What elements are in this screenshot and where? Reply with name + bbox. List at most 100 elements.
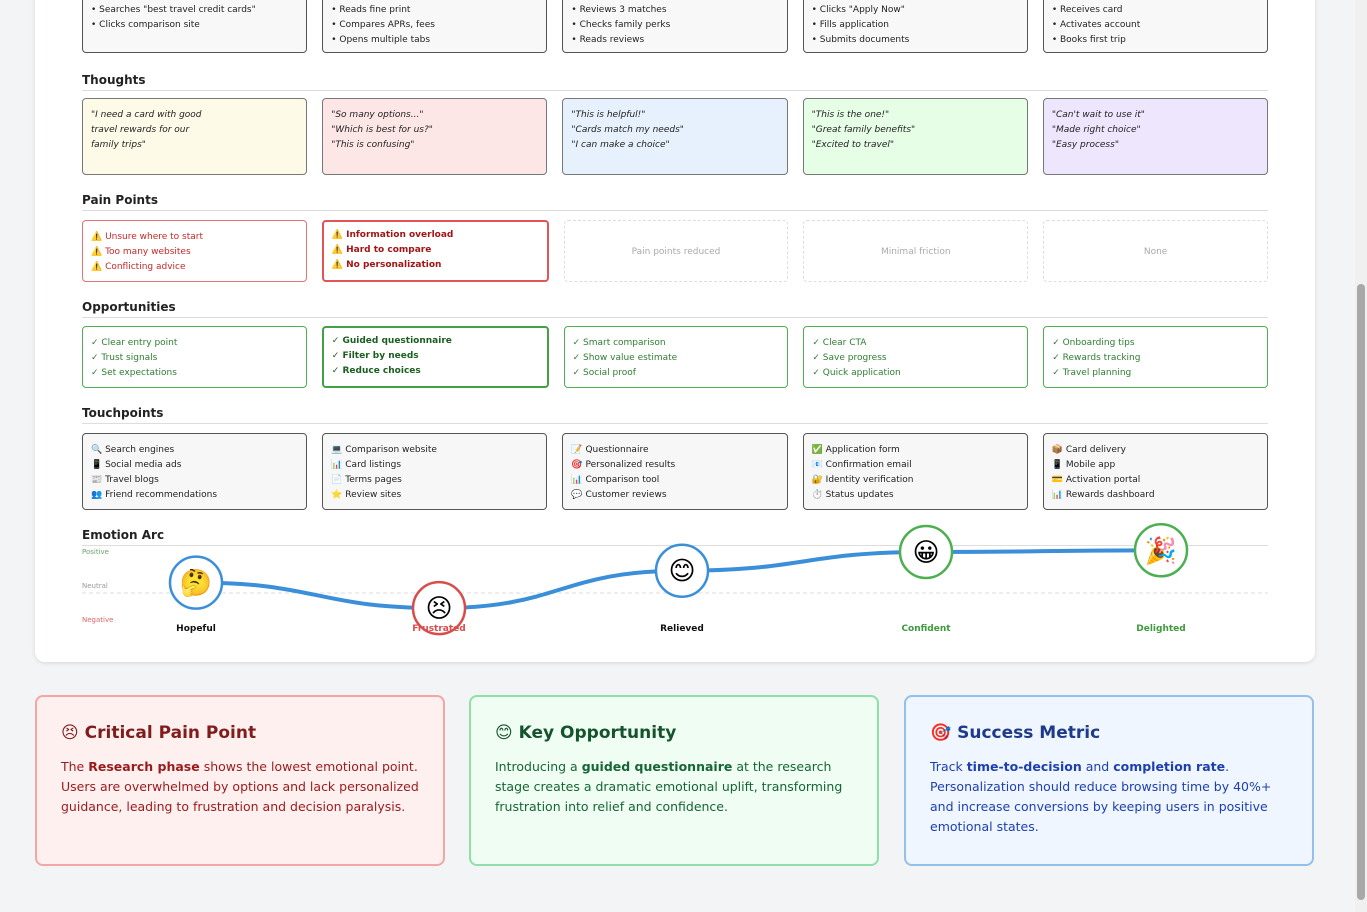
card-line: "This is the one!" — [811, 110, 890, 120]
card-line: ⚠️ No personalization — [331, 260, 442, 270]
card-line: "Easy process" — [1051, 140, 1119, 150]
thoughts-row: "I need a card with good travel rewards f… — [82, 98, 1269, 175]
emotion-label: Frustrated — [412, 624, 465, 634]
card-line: travel rewards for our — [91, 125, 190, 135]
card-line: 📊 Rewards dashboard — [1051, 490, 1155, 500]
card-line: • Opens multiple tabs — [331, 35, 431, 45]
stage-card: • Receives card• Activates account• Book… — [1042, 0, 1269, 53]
card-line: ✓ Travel planning — [1052, 368, 1132, 378]
pain-points-row: ⚠️ Unsure where to start⚠️ Too many webs… — [82, 220, 1268, 282]
card-line: ✓ Onboarding tips — [1052, 338, 1135, 348]
card-line: ✓ Clear CTA — [812, 338, 867, 348]
insight-icon: 😊 — [495, 723, 513, 743]
card-line: • Reads reviews — [571, 35, 645, 45]
insight-text: Introducing a guided questionnaire at th… — [495, 759, 843, 814]
insight-text: Track time-to-decision and completion ra… — [930, 759, 1272, 834]
stage-card: • Reads fine print• Compares APRs, fees•… — [322, 0, 548, 53]
card-line: 📱 Social media ads — [91, 460, 182, 470]
card-line: ⚠️ Unsure where to start — [91, 232, 204, 242]
card-line: ✓ Show value estimate — [572, 353, 678, 363]
card-line: 💻 Comparison website — [331, 445, 437, 455]
card-line: • Fills application — [811, 20, 889, 30]
card-line: 📰 Travel blogs — [91, 475, 159, 485]
card-line: • Clicks comparison site — [91, 20, 200, 30]
card-line: • Searches "best travel credit cards" — [91, 5, 256, 15]
card-line: ✓ Quick application — [812, 368, 901, 378]
card-line: 📧 Confirmation email — [811, 460, 912, 470]
card-line: 📊 Card listings — [331, 460, 402, 470]
stage-card: ⚠️ Information overload⚠️ Hard to compar… — [321, 220, 549, 282]
touchpoints-heading: Touchpoints — [82, 406, 1268, 424]
card-line: 💳 Activation portal — [1051, 475, 1141, 485]
card-line: "Cards match my needs" — [571, 125, 684, 135]
card-line: "I need a card with good — [91, 110, 202, 120]
emotion-point — [898, 524, 954, 580]
opportunities-heading: Opportunities — [82, 300, 1268, 318]
insight-icon: 😣 — [61, 723, 79, 743]
card-line: "This is helpful!" — [571, 110, 646, 120]
emotion-label: Confident — [901, 624, 951, 634]
level-neutral: Neutral — [82, 582, 108, 590]
stage-card: • Clicks "Apply Now" • Fills application •… — [802, 0, 1028, 53]
card-line: "Can't wait to use it" — [1051, 110, 1145, 120]
stage-card: ✅ Application form📧 Confirmation email🔐 … — [802, 433, 1028, 510]
card-line: ✓ Trust signals — [91, 353, 158, 363]
card-line: 🎯 Personalized results — [571, 460, 676, 470]
card-line: • Activates account — [1051, 20, 1141, 30]
stage-card: 💻 Comparison website 📊 Card listings 📄 Ter… — [322, 433, 548, 510]
stage-card: "This is the one!" "Great family benefits… — [802, 98, 1028, 175]
scrollbar-thumb[interactable] — [1357, 284, 1365, 900]
level-positive: Positive — [82, 548, 109, 556]
card-line: • Receives card — [1051, 5, 1123, 15]
card-line: ✓ Reduce choices — [331, 366, 421, 376]
stage-card: 🔍 Search engines📱 Social media ads📰 Trav… — [82, 433, 308, 510]
stage-card: ✓ Clear CTA✓ Save progress✓ Quick applic… — [803, 326, 1029, 388]
insight-title: Key Opportunity — [518, 723, 677, 743]
emotion-point — [411, 580, 467, 636]
pain-points-heading: Pain Points — [82, 193, 1268, 211]
emotion-point — [654, 543, 710, 598]
stage-card: "So many options...""Which is best for u… — [322, 98, 548, 175]
scrollbar[interactable] — [1355, 0, 1367, 912]
card-line: 📦 Card delivery — [1051, 445, 1126, 455]
emotion-emoji: 😣 — [425, 594, 452, 624]
stage-card: "Can't wait to use it""Made right choice… — [1042, 98, 1269, 175]
emotion-emoji: 😀 — [912, 538, 939, 568]
card-line: 📄 Terms pages — [331, 475, 402, 485]
stage-card: Minimal friction — [803, 220, 1029, 282]
stage-card: • Reviews 3 matches• Checks family perks… — [562, 0, 788, 53]
card-line: ✅ Application form — [811, 445, 900, 455]
level-negative: Negative — [82, 616, 114, 624]
insight-text: The Research phase shows the lowest emot… — [61, 759, 419, 814]
card-line: ⭐ Review sites — [331, 490, 402, 500]
card-line: Minimal friction — [880, 247, 951, 257]
card-line: ✓ Smart comparison — [572, 338, 666, 348]
card-line: ⏱️ Status updates — [811, 490, 894, 500]
card-line: ⚠️ Conflicting advice — [91, 262, 186, 272]
emotion-emoji: 😊 — [668, 557, 695, 587]
stage-card: None — [1043, 220, 1268, 282]
card-line: ✓ Guided questionnaire — [331, 336, 452, 346]
insight-title: Critical Pain Point — [84, 723, 257, 743]
stage-card: "I need a card with good travel rewards f… — [82, 98, 308, 175]
stage-card: ✓ Clear entry point✓ Trust signals✓ Set … — [82, 326, 307, 388]
card-line: 📱 Mobile app — [1051, 460, 1116, 470]
card-line: "I can make a choice" — [571, 140, 670, 150]
stage-card: ✓ Smart comparison✓ Show value estimate✓… — [563, 326, 789, 388]
card-line: ⚠️ Hard to compare — [331, 245, 432, 255]
card-line: • Clicks "Apply Now" — [811, 5, 905, 15]
card-line: "Which is best for us?" — [331, 125, 433, 135]
card-line: "Great family benefits" — [811, 125, 916, 135]
card-line: • Submits documents — [811, 35, 910, 45]
card-line: ✓ Rewards tracking — [1052, 353, 1141, 363]
card-line: • Reviews 3 matches — [571, 5, 667, 15]
card-line: ✓ Filter by needs — [331, 351, 419, 361]
touchpoints-row: 🔍 Search engines📱 Social media ads📰 Trav… — [82, 433, 1269, 510]
stage-card: ✓ Guided questionnaire ✓ Filter by needs ✓… — [321, 326, 549, 388]
opportunities-row: ✓ Clear entry point✓ Trust signals✓ Set … — [82, 326, 1268, 388]
card-line: None — [1143, 247, 1168, 257]
card-line: "Excited to travel" — [811, 140, 894, 150]
